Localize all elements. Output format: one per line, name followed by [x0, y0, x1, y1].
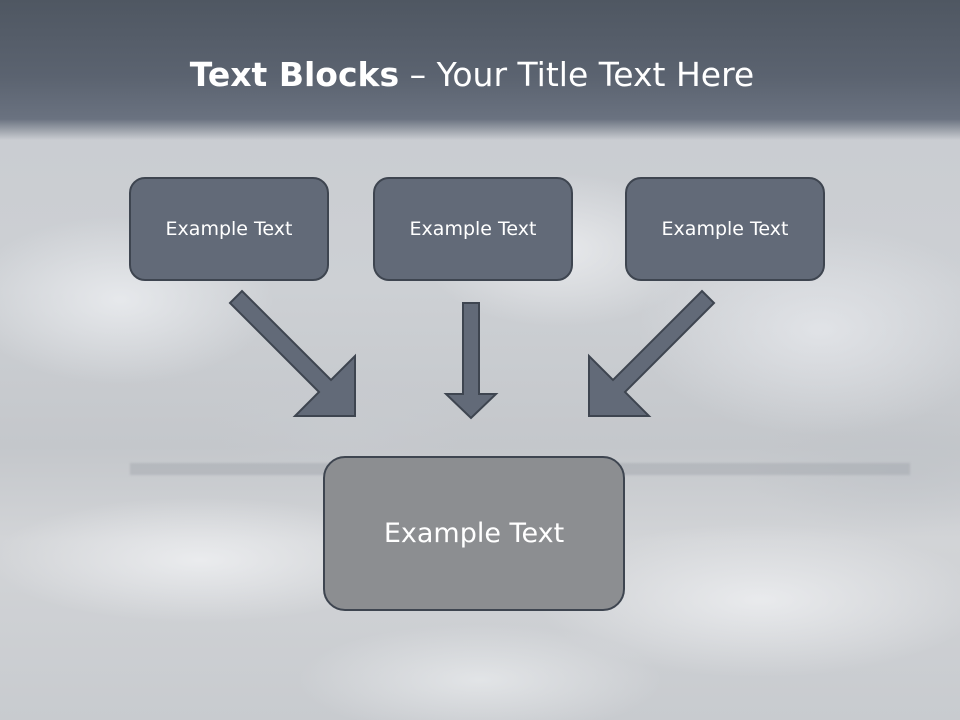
title-band [0, 0, 960, 140]
text-block-bottom: Example Text [323, 456, 625, 611]
text-block-bottom-label: Example Text [383, 518, 565, 549]
text-block-top-left-label: Example Text [165, 218, 293, 240]
text-block-top-center-label: Example Text [409, 218, 537, 240]
slide-title-rest: – Your Title Text Here [399, 55, 755, 94]
slide-title-bold: Text Blocks [189, 55, 400, 94]
text-block-top-center: Example Text [373, 177, 573, 281]
text-block-top-right: Example Text [625, 177, 825, 281]
slide-title: Text Blocks – Your Title Text Here [0, 52, 944, 98]
text-block-top-right-label: Example Text [661, 218, 789, 240]
text-block-top-left: Example Text [129, 177, 329, 281]
